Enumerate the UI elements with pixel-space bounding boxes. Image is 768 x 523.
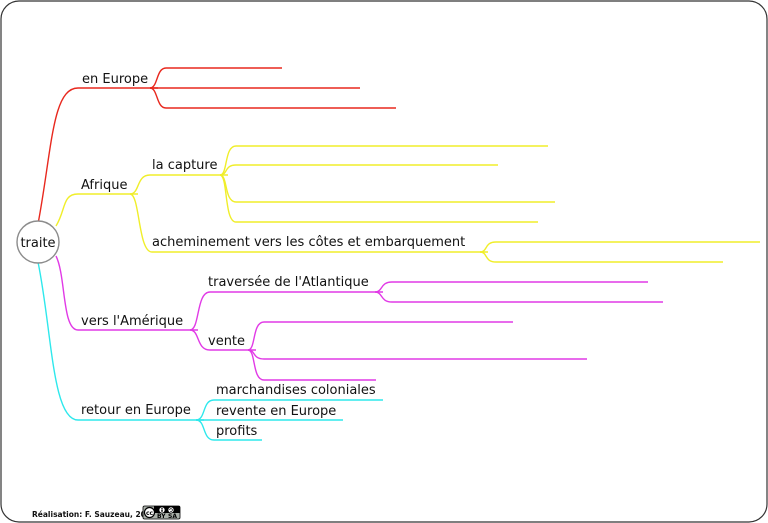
credit-text: Réalisation: F. Sauzeau, 2016	[32, 510, 156, 519]
connector-traversee	[189, 291, 383, 331]
label-marchandises[interactable]: marchandises coloniales	[216, 383, 376, 398]
connector-root-amerique	[55, 255, 198, 331]
label-retour[interactable]: retour en Europe	[81, 403, 191, 418]
label-amerique[interactable]: vers l'Amérique	[81, 314, 183, 329]
connector-root-afrique	[55, 193, 138, 227]
connector-vente	[189, 329, 256, 351]
leaf-traversee-1	[374, 281, 648, 293]
branch-retour	[37, 261, 383, 441]
leaf-europe-3	[149, 87, 396, 109]
cc-by-sa-icon: cc BY SA	[142, 505, 181, 520]
svg-text:BY: BY	[157, 513, 166, 520]
branch-afrique	[55, 145, 760, 263]
label-acheminement[interactable]: acheminement vers les côtes et embarquem…	[152, 235, 465, 250]
leaf-retour-1	[195, 399, 383, 421]
branch-amerique	[55, 255, 663, 381]
leaf-acheminement-2	[479, 251, 723, 263]
label-afrique[interactable]: Afrique	[81, 178, 127, 193]
connector-acheminement	[129, 193, 488, 253]
connector-root-retour	[37, 261, 204, 421]
leaf-vente-3	[247, 349, 376, 381]
connector-capture	[129, 174, 228, 195]
label-profits[interactable]: profits	[216, 424, 258, 439]
svg-text:cc: cc	[146, 510, 154, 517]
branch-europe	[37, 67, 396, 225]
label-traversee[interactable]: traversée de l'Atlantique	[208, 275, 369, 290]
label-capture[interactable]: la capture	[152, 158, 217, 173]
leaf-vente-1	[247, 321, 513, 351]
label-vente[interactable]: vente	[208, 334, 245, 349]
leaf-retour-3	[195, 419, 262, 441]
leaf-traversee-2	[374, 291, 663, 303]
root-node[interactable]	[16, 220, 60, 264]
leaf-capture-2	[219, 164, 498, 176]
label-revente[interactable]: revente en Europe	[216, 404, 336, 419]
connector-root-europe	[37, 87, 158, 225]
label-europe[interactable]: en Europe	[82, 72, 148, 87]
svg-text:SA: SA	[168, 513, 177, 520]
leaf-europe-1	[149, 67, 282, 89]
root-label: traite	[20, 236, 55, 251]
leaf-capture-4	[219, 174, 538, 223]
